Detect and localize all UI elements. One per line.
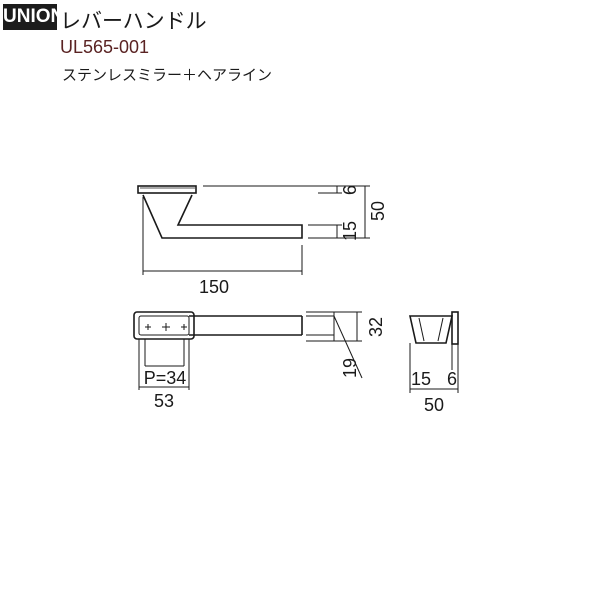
dim-rose-thickness: 6 xyxy=(340,185,360,195)
top-view-dimension-lines xyxy=(138,311,363,390)
product-title: レバーハンドル xyxy=(60,10,207,33)
dim-end-lever-thickness: 15 xyxy=(411,369,431,389)
dim-lever-thickness: 15 xyxy=(340,221,360,241)
dim-rose-pitch: P=34 xyxy=(144,368,187,388)
dim-lever-depth: 19 xyxy=(340,358,360,378)
end-view-dimension-lines xyxy=(409,343,459,393)
model-number: UL565-001 xyxy=(60,37,150,57)
dim-rose-width: 53 xyxy=(154,391,174,411)
header: UNION レバーハンドル UL565-001 ステンレスミラー＋ヘアライン xyxy=(0,0,600,90)
dim-total-height: 50 xyxy=(368,201,388,221)
union-logo: UNION xyxy=(3,4,64,30)
dim-lever-width: 32 xyxy=(366,317,386,337)
side-view-dimension-lines xyxy=(142,185,370,275)
dim-projection: 150 xyxy=(199,277,229,297)
finish-text: ステンレスミラー＋ヘアライン xyxy=(62,67,273,84)
dim-end-total: 50 xyxy=(424,395,444,415)
dim-end-rose-thickness: 6 xyxy=(447,369,457,389)
side-view-lever xyxy=(137,185,303,239)
end-view-lever xyxy=(409,311,459,345)
top-view-lever xyxy=(133,311,303,340)
